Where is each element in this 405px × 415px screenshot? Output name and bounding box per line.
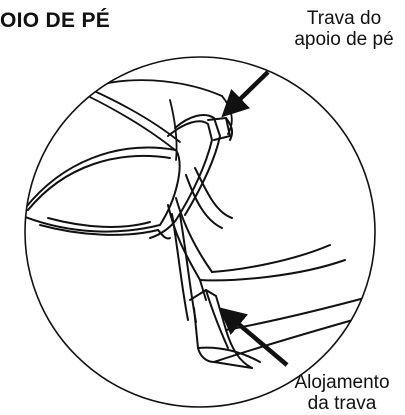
latch-callout-line1: Trava do <box>306 8 382 29</box>
housing-callout: Alojamento da trava <box>283 372 401 414</box>
magnifier-circle <box>24 56 376 408</box>
housing-callout-line2: da trava <box>307 393 377 414</box>
housing-callout-line1: Alojamento <box>294 372 390 393</box>
latch-strap <box>149 114 234 239</box>
latch-callout: Trava do apoio de pé <box>283 8 405 50</box>
section-title: OIO DE PÉ <box>0 9 111 32</box>
frame-tubes <box>167 167 346 323</box>
latch-callout-line2: apoio de pé <box>294 29 394 50</box>
footrest-cup <box>25 146 181 240</box>
housing-arrow <box>218 307 289 367</box>
latch-arrow <box>221 70 270 118</box>
